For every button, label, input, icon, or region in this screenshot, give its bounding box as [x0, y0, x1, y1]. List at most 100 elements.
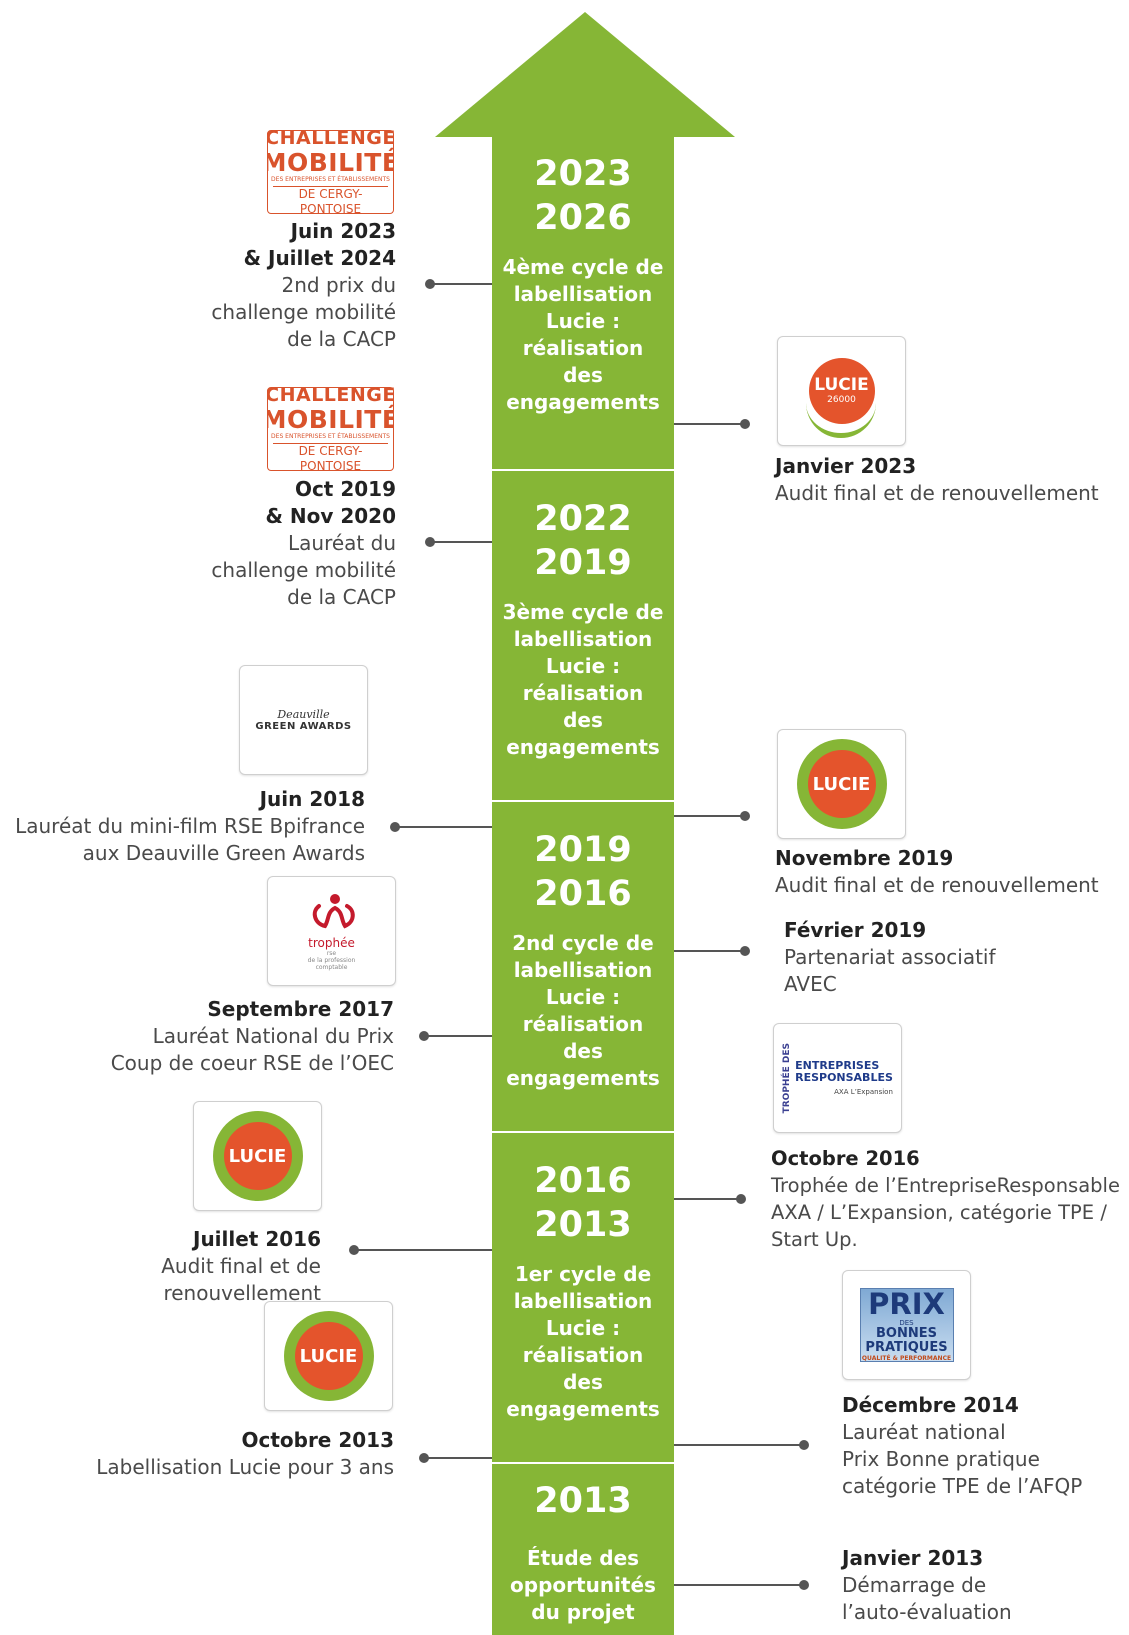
- logo-text: ENTREPRISES: [795, 1058, 880, 1072]
- trophee-rse-logo: trophée rse de la profession comptable: [267, 876, 396, 986]
- event-description: Trophée de l’EntrepriseResponsable AXA /…: [771, 1174, 1120, 1251]
- event-date: Janvier 2013: [842, 1546, 984, 1570]
- lucie-26000-logo: LUCIE 26000: [777, 336, 906, 446]
- event-date: Décembre 2014: [842, 1393, 1019, 1417]
- connector-dot: [799, 1580, 809, 1590]
- event-date: Octobre 2016: [771, 1147, 920, 1170]
- event-description: Lauréat national Prix Bonne pratique cat…: [842, 1420, 1083, 1498]
- logo-text: TROPHÉE DES: [782, 1042, 793, 1114]
- trophee-figure-icon: [312, 893, 355, 928]
- event-octobre-2016: Octobre 2016 Trophée de l’EntrepriseResp…: [771, 1145, 1127, 1253]
- logo-text: DES: [899, 1318, 914, 1327]
- segment-year-start: 2022: [534, 499, 632, 539]
- connector-dot: [736, 1194, 746, 1204]
- challenge-mobilite-logo: CHALLENGE MOBILITÉ DES ENTREPRISES ET ÉT…: [267, 387, 394, 471]
- logo-text: CHALLENGE: [267, 387, 394, 406]
- lucie-logo: LUCIE: [777, 729, 906, 839]
- lucie-logo: LUCIE: [193, 1101, 322, 1211]
- logo-text: trophée: [308, 935, 355, 950]
- event-date: Juin 2023 & Juillet 2024: [243, 219, 396, 270]
- logo-text: DES ENTREPRISES ET ÉTABLISSEMENTS: [271, 433, 390, 440]
- deauville-green-awards-logo: Deauville GREEN AWARDS: [239, 665, 368, 775]
- event-description: Lauréat du challenge mobilité de la CACP: [211, 531, 396, 609]
- logo-text: AXA L’Expansion: [834, 1087, 893, 1096]
- segment-year-start: 2013: [534, 1481, 632, 1521]
- logo-text: LUCIE: [814, 375, 869, 395]
- event-date: Janvier 2023: [775, 454, 917, 478]
- segment-label: 3ème cycle de labellisation Lucie : réal…: [502, 600, 664, 759]
- connector-dot: [419, 1031, 429, 1041]
- timeline-arrow-head: [435, 12, 735, 137]
- event-description: Audit final et de renouvellement: [775, 873, 1099, 897]
- event-janvier-2013: Janvier 2013 Démarrage de l’auto-évaluat…: [842, 1545, 1127, 1626]
- event-janvier-2023: Janvier 2023 Audit final et de renouvell…: [775, 453, 1125, 507]
- logo-text: DE CERGY-PONTOISE: [273, 443, 388, 471]
- segment-label: 2nd cycle de labellisation Lucie : réali…: [506, 931, 660, 1090]
- event-date: Novembre 2019: [775, 846, 954, 870]
- segment-year-end: 2016: [534, 874, 632, 914]
- logo-text: rse: [326, 949, 337, 957]
- event-description: Partenariat associatif AVEC: [784, 945, 996, 996]
- event-fevrier-2019: Février 2019 Partenariat associatif AVEC: [784, 917, 1124, 998]
- event-juin-2023: Juin 2023 & Juillet 2024 2nd prix du cha…: [160, 218, 396, 353]
- event-juin-2018: Juin 2018 Lauréat du mini-film RSE Bpifr…: [5, 786, 365, 867]
- logo-text: DE CERGY-PONTOISE: [273, 186, 388, 214]
- event-date: Février 2019: [784, 918, 927, 942]
- logo-text: CHALLENGE: [267, 130, 394, 149]
- segment-2023-2026: 2023 2026 4ème cycle de labellisation Lu…: [492, 152, 674, 416]
- connector-dot: [740, 811, 750, 821]
- event-description: Audit final et de renouvellement: [161, 1254, 321, 1305]
- event-octobre-2013: Octobre 2013 Labellisation Lucie pour 3 …: [60, 1427, 394, 1481]
- segment-year-end: 2019: [534, 543, 632, 583]
- event-date: Juin 2018: [259, 787, 365, 811]
- connector-dot: [425, 537, 435, 547]
- logo-text: MOBILITÉ: [267, 148, 394, 177]
- segment-year-start: 2019: [534, 830, 632, 870]
- segment-label: 4ème cycle de labellisation Lucie : réal…: [502, 255, 664, 414]
- event-description: 2nd prix du challenge mobilité de la CAC…: [211, 273, 396, 351]
- logo-text: LUCIE: [294, 1322, 363, 1390]
- logo-text: DES ENTREPRISES ET ÉTABLISSEMENTS: [271, 176, 390, 183]
- logo-text: PRATIQUES: [865, 1339, 948, 1355]
- event-description: Audit final et de renouvellement: [775, 481, 1099, 505]
- segment-2019-2016: 2019 2016 2nd cycle de labellisation Luc…: [492, 828, 674, 1092]
- event-description: Labellisation Lucie pour 3 ans: [96, 1455, 394, 1479]
- segment-2013: 2013 Étude des opportunités du projet: [492, 1479, 674, 1626]
- connector-dot: [425, 279, 435, 289]
- logo-text: BONNES: [876, 1325, 937, 1341]
- logo-text: GREEN AWARDS: [255, 721, 352, 732]
- logo-text: LUCIE: [807, 750, 876, 818]
- challenge-mobilite-logo: CHALLENGE MOBILITÉ DES ENTREPRISES ET ÉT…: [267, 130, 394, 214]
- event-decembre-2014: Décembre 2014 Lauréat national Prix Bonn…: [842, 1392, 1127, 1500]
- event-novembre-2019: Novembre 2019 Audit final et de renouvel…: [775, 845, 1125, 899]
- event-septembre-2017: Septembre 2017 Lauréat National du Prix …: [60, 996, 394, 1077]
- event-date: Septembre 2017: [207, 997, 394, 1021]
- logo-text: comptable: [315, 963, 348, 971]
- segment-year-end: 2026: [534, 198, 632, 238]
- event-juillet-2016: Juillet 2016 Audit final et de renouvell…: [5, 1226, 321, 1307]
- logo-text: RESPONSABLES: [795, 1070, 893, 1084]
- logo-text: PRIX: [868, 1286, 945, 1321]
- connector-dot: [799, 1440, 809, 1450]
- connector-dot: [419, 1453, 429, 1463]
- logo-text: QUALITÉ & PERFORMANCE: [861, 1354, 952, 1362]
- segment-2022-2019: 2022 2019 3ème cycle de labellisation Lu…: [492, 497, 674, 761]
- event-date: Oct 2019 & Nov 2020: [265, 477, 396, 528]
- event-description: Lauréat National du Prix Coup de coeur R…: [110, 1024, 394, 1075]
- logo-text: MOBILITÉ: [267, 405, 394, 434]
- lucie-arc-icon: [806, 395, 876, 438]
- segment-year-start: 2023: [534, 154, 632, 194]
- event-oct-2019: Oct 2019 & Nov 2020 Lauréat du challenge…: [160, 476, 396, 611]
- prix-bonnes-pratiques-logo: PRIX DES BONNES PRATIQUES QUALITÉ & PERF…: [842, 1270, 971, 1380]
- connector-dot: [740, 419, 750, 429]
- segment-2016-2013: 2016 2013 1er cycle de labellisation Luc…: [492, 1159, 674, 1423]
- trophee-entreprises-responsables-logo: TROPHÉE DES ENTREPRISES RESPONSABLES AXA…: [773, 1023, 902, 1133]
- event-description: Démarrage de l’auto-évaluation: [842, 1573, 1012, 1624]
- event-date: Juillet 2016: [193, 1227, 321, 1251]
- segment-year-end: 2013: [534, 1205, 632, 1245]
- logo-text: LUCIE: [223, 1122, 292, 1190]
- connector-dot: [349, 1245, 359, 1255]
- event-description: Lauréat du mini-film RSE Bpifrance aux D…: [15, 814, 365, 865]
- connector-dot: [740, 946, 750, 956]
